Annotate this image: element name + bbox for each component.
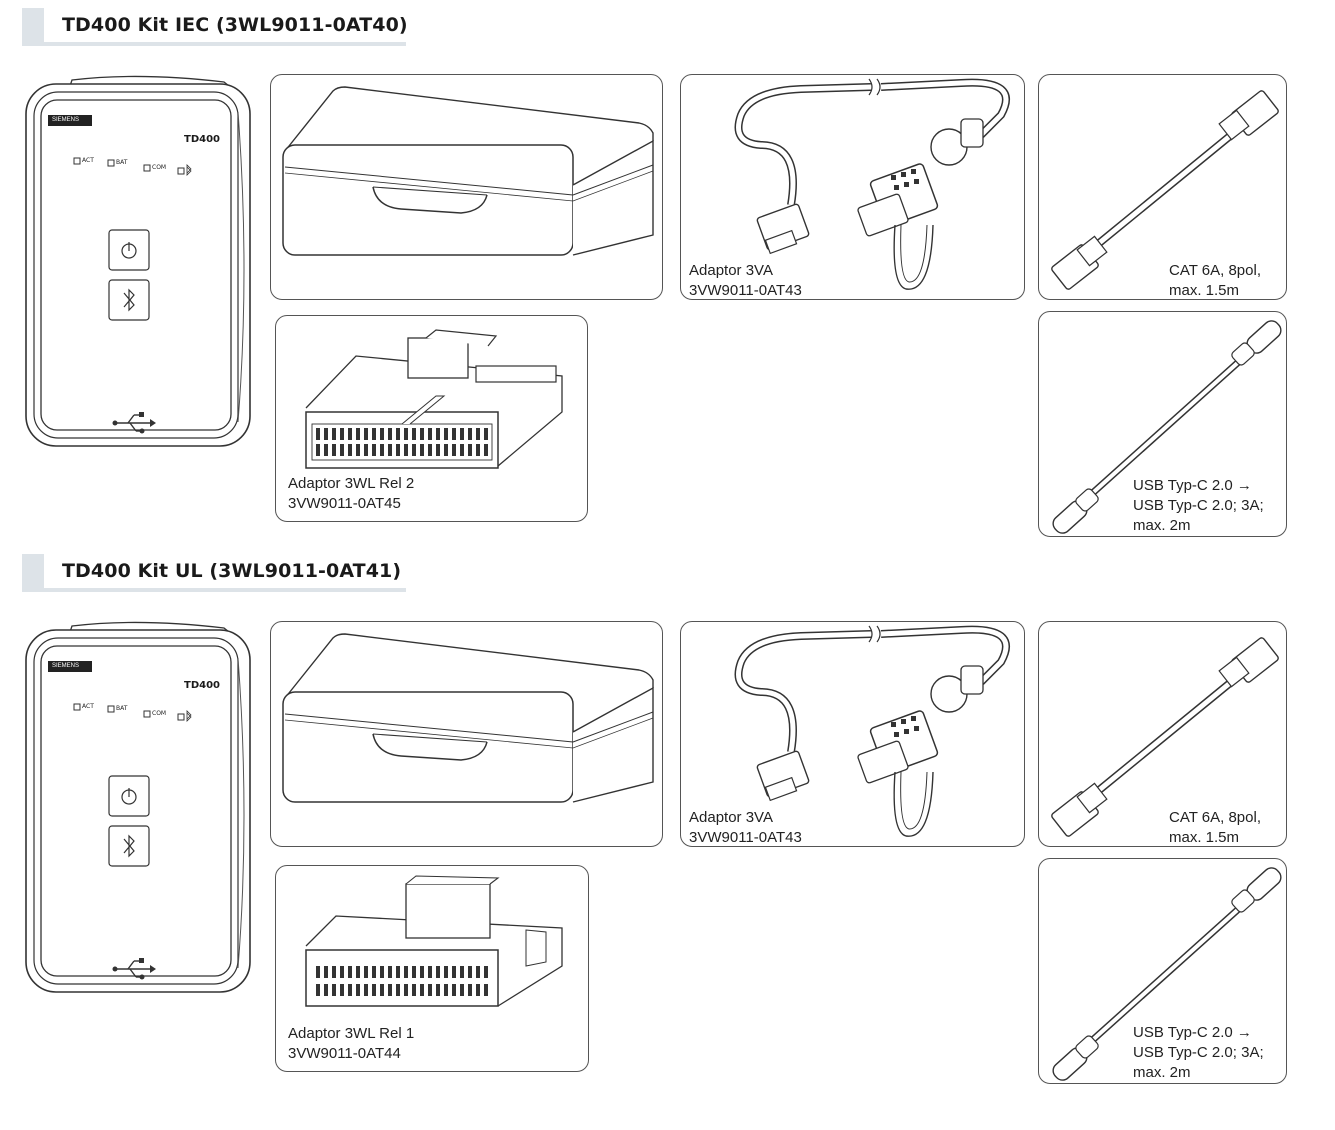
td400-device-illustration: [25, 621, 251, 993]
adaptor-3wl-card: Adaptor 3WL Rel 1 3VW9011-0AT44: [275, 865, 589, 1072]
cat-cable-label: CAT 6A, 8pol, max. 1.5m: [1169, 808, 1261, 846]
title-accent-bar: [22, 8, 44, 46]
usb-cable-card: USB Typ-C 2.0 → USB Typ-C 2.0; 3A; max. …: [1038, 311, 1287, 537]
title-underline: [22, 42, 406, 46]
usb-cable-illustration: [1052, 867, 1282, 1081]
item-length: max. 1.5m: [1169, 829, 1240, 846]
adaptor-3wl-card: Adaptor 3WL Rel 2 3VW9011-0AT45: [275, 315, 588, 522]
adaptor-3va-illustration: [734, 78, 1010, 290]
cat-cable-label: CAT 6A, 8pol, max. 1.5m: [1169, 261, 1261, 299]
item-spec-2: USB Typ-C 2.0; 3A;: [1133, 497, 1264, 514]
adaptor-3va-card: Adaptor 3VA 3VW9011-0AT43: [680, 74, 1025, 300]
item-name: Adaptor 3WL Rel 2: [288, 475, 415, 492]
td400-device: SIEMENS TD400 ACT BAT COM: [24, 72, 254, 452]
adaptor-3va-label: Adaptor 3VA 3VW9011-0AT43: [689, 261, 802, 299]
item-length: max. 2m: [1133, 1064, 1191, 1081]
led-label-act: ACT: [82, 157, 94, 164]
case-card: [270, 74, 663, 300]
item-spec: CAT 6A, 8pol,: [1169, 809, 1261, 826]
title-accent-bar: [22, 554, 44, 592]
carrying-case-illustration: [282, 86, 654, 256]
cat-cable-illustration: [1051, 637, 1279, 837]
led-label-bat: BAT: [116, 159, 128, 166]
adaptor-3va-card: Adaptor 3VA 3VW9011-0AT43: [680, 621, 1025, 847]
usb-cable-card: USB Typ-C 2.0 → USB Typ-C 2.0; 3A; max. …: [1038, 858, 1287, 1084]
item-part-number: 3VW9011-0AT44: [288, 1045, 401, 1062]
item-part-number: 3VW9011-0AT43: [689, 282, 802, 299]
title-underline: [22, 588, 406, 592]
device-brand-label: SIEMENS: [50, 662, 82, 671]
cat-cable-card: CAT 6A, 8pol, max. 1.5m: [1038, 621, 1287, 847]
item-length: max. 1.5m: [1169, 282, 1240, 299]
item-name: Adaptor 3WL Rel 1: [288, 1025, 415, 1042]
adaptor-3va-label: Adaptor 3VA 3VW9011-0AT43: [689, 808, 802, 846]
section-heading: TD400 Kit IEC (3WL9011-0AT40): [62, 14, 408, 36]
adaptor-3wl-label: Adaptor 3WL Rel 1 3VW9011-0AT44: [288, 1024, 414, 1064]
section-title-ul: TD400 Kit UL (3WL9011-0AT41): [22, 554, 406, 592]
item-spec-2: USB Typ-C 2.0; 3A;: [1133, 1044, 1264, 1061]
case-card: [270, 621, 663, 847]
led-label-com: COM: [152, 710, 167, 717]
item-spec: USB Typ-C 2.0 →: [1133, 1024, 1252, 1041]
item-part-number: 3VW9011-0AT43: [689, 829, 802, 846]
td400-device: SIEMENS TD400 ACT BAT COM: [24, 618, 254, 998]
carrying-case-illustration: [282, 633, 654, 803]
item-name: Adaptor 3VA: [689, 262, 773, 279]
cat-cable-illustration: [1051, 90, 1279, 290]
adaptor-3wl-label: Adaptor 3WL Rel 2 3VW9011-0AT45: [288, 474, 414, 514]
item-length: max. 2m: [1133, 517, 1191, 534]
item-name: Adaptor 3VA: [689, 809, 773, 826]
led-label-act: ACT: [82, 703, 94, 710]
led-label-bat: BAT: [116, 705, 128, 712]
device-model-label: TD400: [184, 680, 220, 691]
adaptor-3wl-illustration: [305, 329, 563, 469]
adaptor-3va-illustration: [734, 625, 1010, 837]
item-spec: USB Typ-C 2.0 →: [1133, 477, 1252, 494]
section-heading: TD400 Kit UL (3WL9011-0AT41): [62, 560, 402, 582]
section-title-iec: TD400 Kit IEC (3WL9011-0AT40): [22, 8, 408, 46]
item-spec: CAT 6A, 8pol,: [1169, 262, 1261, 279]
td400-device-illustration: [25, 75, 251, 447]
usb-cable-label: USB Typ-C 2.0 → USB Typ-C 2.0; 3A; max. …: [1133, 476, 1264, 536]
adaptor-3wl-illustration: [305, 875, 563, 1007]
usb-cable-label: USB Typ-C 2.0 → USB Typ-C 2.0; 3A; max. …: [1133, 1023, 1264, 1083]
item-part-number: 3VW9011-0AT45: [288, 495, 401, 512]
usb-cable-illustration: [1052, 320, 1282, 534]
cat-cable-card: CAT 6A, 8pol, max. 1.5m: [1038, 74, 1287, 300]
device-model-label: TD400: [184, 134, 220, 145]
led-label-com: COM: [152, 164, 167, 171]
device-brand-label: SIEMENS: [50, 116, 82, 125]
